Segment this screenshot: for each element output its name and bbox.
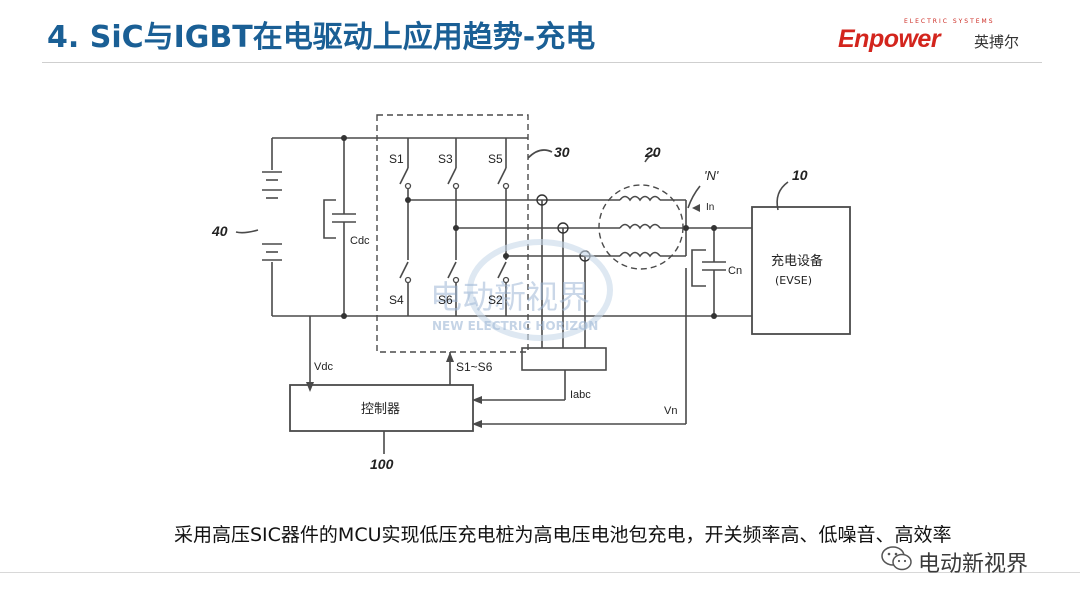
- title-divider: [42, 62, 1042, 63]
- neutral-label: 'N': [704, 168, 719, 183]
- watermark-en: NEW ELECTRIC HORIZON: [432, 319, 598, 333]
- ref-controller-100: 100: [370, 456, 394, 472]
- slide-caption: 采用高压SIC器件的MCU实现低压充电桩为高电压电池包充电，开关频率高、低噪音、…: [174, 524, 952, 546]
- enpower-logo: ELECTRIC SYSTEMS Enpower 英搏尔: [838, 18, 1038, 58]
- vn-label: Vn: [664, 405, 677, 417]
- ref-battery-40: 40: [211, 223, 228, 239]
- watermark-cn: 电动新视界: [430, 278, 590, 316]
- switch-label-s6: S6: [438, 293, 453, 307]
- wechat-icon: [881, 546, 912, 571]
- ref-inverter-30: 30: [554, 144, 570, 160]
- ref-evse-10: 10: [792, 167, 808, 183]
- cap-n-label: Cn: [728, 265, 742, 277]
- switch-label-s4: S4: [389, 293, 404, 307]
- switch-label-s1: S1: [389, 152, 404, 166]
- gate-label: S1~S6: [456, 360, 493, 374]
- wechat-watermark: 电动新视界: [880, 542, 1060, 582]
- watermark: 电动新视界 NEW ELECTRIC HORIZON: [430, 239, 613, 341]
- logo-brand: Enpower: [838, 25, 941, 53]
- ref-motor-20: 20: [644, 144, 661, 160]
- evse-label-en: (EVSE): [775, 274, 812, 287]
- cap-dc-label: Cdc: [350, 235, 370, 247]
- controller-label: 控制器: [361, 402, 400, 417]
- current-n-label: In: [706, 202, 714, 213]
- evse-label-cn: 充电设备: [771, 253, 823, 269]
- page-title: 4. SiC与IGBT在电驱动上应用趋势-充电: [47, 20, 596, 55]
- iabc-label: Iabc: [570, 389, 591, 401]
- logo-tagline: ELECTRIC SYSTEMS: [904, 18, 995, 25]
- wechat-label: 电动新视界: [918, 552, 1029, 577]
- vdc-label: Vdc: [314, 361, 333, 373]
- switch-label-s3: S3: [438, 152, 453, 166]
- footer-divider: [0, 572, 1080, 573]
- switch-label-s5: S5: [488, 152, 503, 166]
- switch-label-s2: S2: [488, 293, 503, 307]
- logo-cn: 英搏尔: [974, 33, 1020, 51]
